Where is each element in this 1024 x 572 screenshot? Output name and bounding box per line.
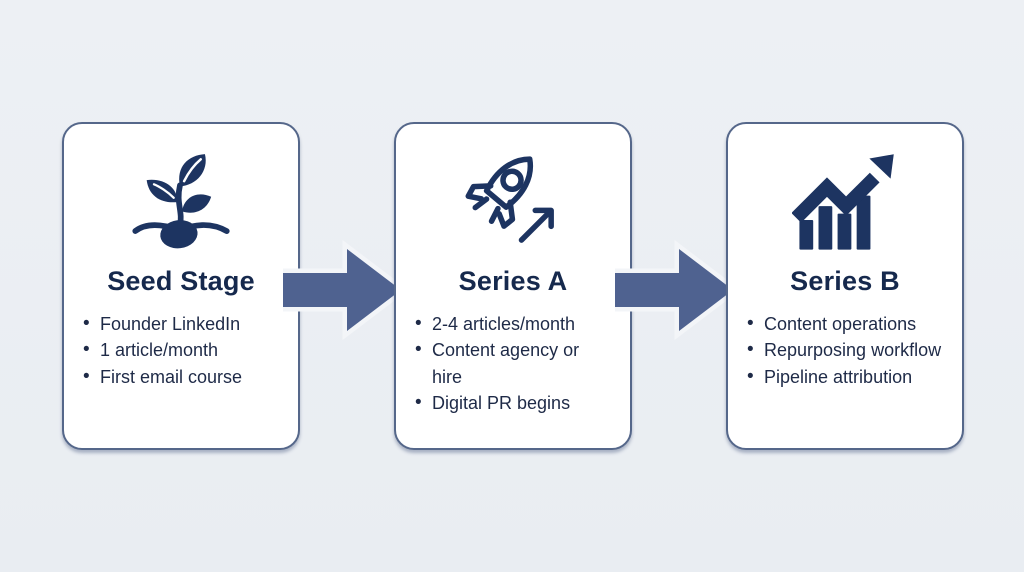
bullet-item: 2-4 articles/month [413, 310, 613, 338]
stage-title-series-b: Series B [790, 266, 900, 296]
flow-arrow-icon [283, 240, 405, 340]
bullet-item: Content agency or hire [413, 336, 613, 390]
bullet-item: Repurposing workflow [745, 336, 945, 364]
bullet-item: Founder LinkedIn [81, 310, 281, 338]
rocket-icon [460, 144, 566, 262]
seedling-icon [129, 144, 233, 262]
bullet-item: 1 article/month [81, 336, 281, 364]
stage-card-seed-stage: Seed Stage Founder LinkedIn 1 article/mo… [62, 122, 300, 450]
stage-bullets-series-b: Content operations Repurposing workflow … [745, 310, 945, 391]
growth-chart-icon [792, 144, 898, 262]
stage-bullets-series-a: 2-4 articles/month Content agency or hir… [413, 310, 613, 418]
bullet-item: Content operations [745, 310, 945, 338]
stage-card-series-a: Series A 2-4 articles/month Content agen… [394, 122, 632, 450]
flow-arrow-icon [615, 240, 737, 340]
stage-bullets-seed-stage: Founder LinkedIn 1 article/month First e… [81, 310, 281, 391]
bullet-item: Pipeline attribution [745, 363, 945, 391]
stage-title-seed-stage: Seed Stage [107, 266, 255, 296]
stage-title-series-a: Series A [458, 266, 568, 296]
bullet-item: First email course [81, 363, 281, 391]
stage-card-series-b: Series B Content operations Repurposing … [726, 122, 964, 450]
bullet-item: Digital PR begins [413, 389, 613, 417]
